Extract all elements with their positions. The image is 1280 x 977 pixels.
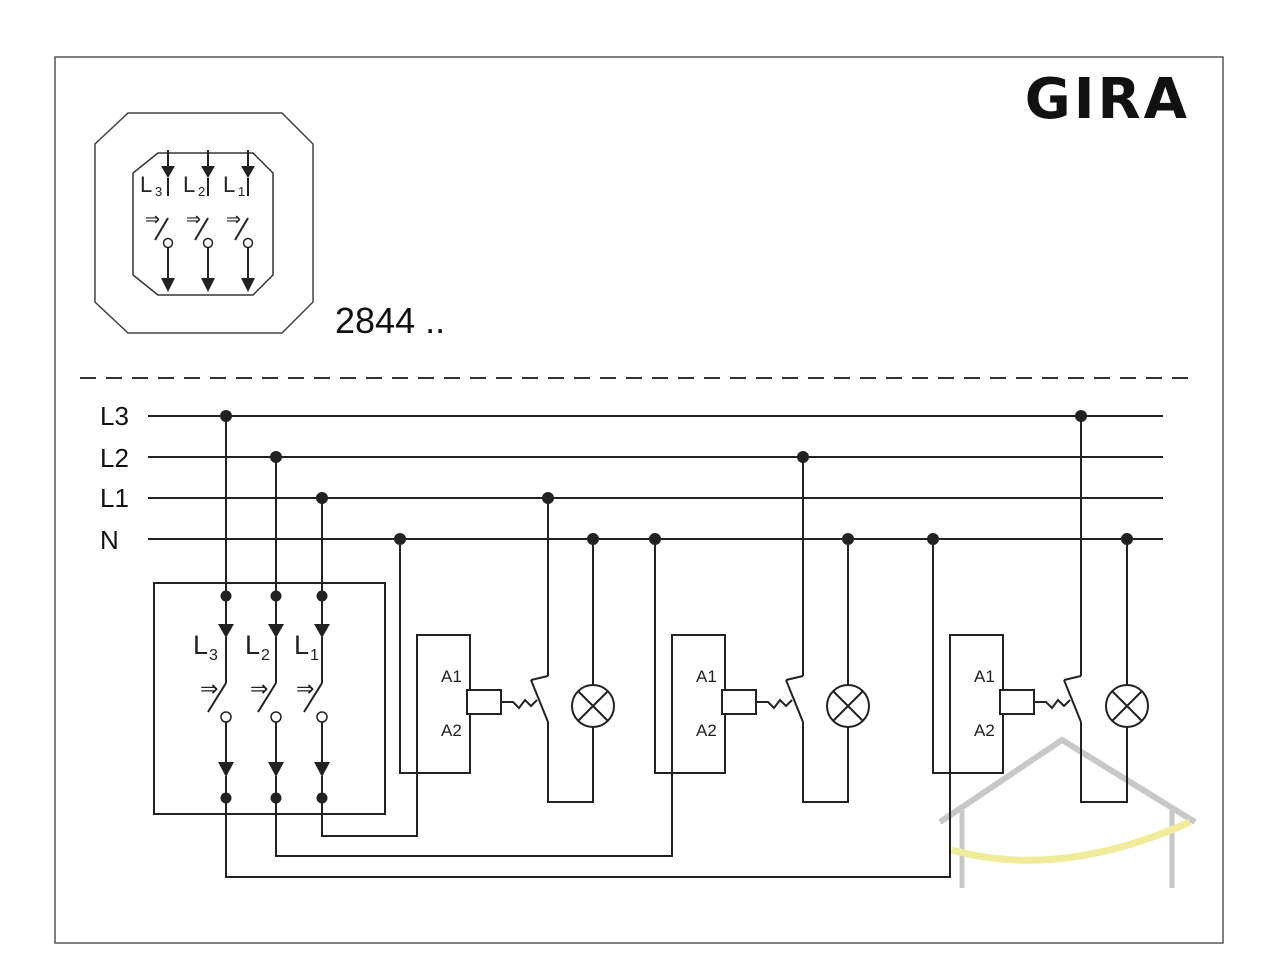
relay-unit-2 xyxy=(654,457,870,803)
icon-pole-l3-sub: 3 xyxy=(155,184,162,199)
icon-pole-l2-label: L xyxy=(183,172,195,197)
box-switch-symbol-2: ⇒ xyxy=(250,677,268,702)
line-label-l3: L3 xyxy=(100,401,129,431)
box-pole-l1-sub: 1 xyxy=(310,647,319,664)
icon-switch-symbol-2: ⇒ xyxy=(186,209,201,230)
relay-1-a2: A2 xyxy=(441,721,462,740)
box-pole-l2-sub: 2 xyxy=(261,647,270,664)
relay-1-a1: A1 xyxy=(441,667,462,686)
icon-pole-l3-label: L xyxy=(140,172,152,197)
icon-pole-l1-label: L xyxy=(223,172,235,197)
relay-3-a2: A2 xyxy=(974,721,995,740)
supply-lines xyxy=(148,415,1163,540)
brand-logo: GIRA xyxy=(1025,67,1190,132)
line-label-l1: L1 xyxy=(100,483,129,513)
line-label-n: N xyxy=(100,525,119,555)
house-watermark xyxy=(938,736,1197,888)
relay-2-a2: A2 xyxy=(696,721,717,740)
box-switch-symbol-3: ⇒ xyxy=(296,677,314,702)
box-switch-symbol-1: ⇒ xyxy=(200,677,218,702)
device-icon: L 3 L 2 L 1 ⇒ ⇒ ⇒ xyxy=(94,112,314,334)
diagram-frame xyxy=(54,56,1224,944)
icon-pole-l1-sub: 1 xyxy=(238,184,245,199)
relay-unit-3 xyxy=(932,416,1149,803)
box-pole-l1-label: L xyxy=(294,630,309,660)
icon-switch-symbol-3: ⇒ xyxy=(226,209,241,230)
icon-pole-l2-sub: 2 xyxy=(198,184,205,199)
relay-2-a1: A1 xyxy=(696,667,717,686)
relay-unit-1 xyxy=(399,498,615,803)
box-pole-l3-label: L xyxy=(193,630,208,660)
box-pole-l3-sub: 3 xyxy=(209,647,218,664)
junction-dots xyxy=(220,410,1133,804)
line-label-l2: L2 xyxy=(100,443,129,473)
model-number: 2844 .. xyxy=(335,300,445,341)
output-wiring xyxy=(225,635,951,878)
relay-3-a1: A1 xyxy=(974,667,995,686)
box-pole-l2-label: L xyxy=(245,630,260,660)
main-switch-box: L 3 L 2 L 1 ⇒ ⇒ ⇒ xyxy=(153,416,386,815)
icon-switch-symbol-1: ⇒ xyxy=(145,209,160,230)
